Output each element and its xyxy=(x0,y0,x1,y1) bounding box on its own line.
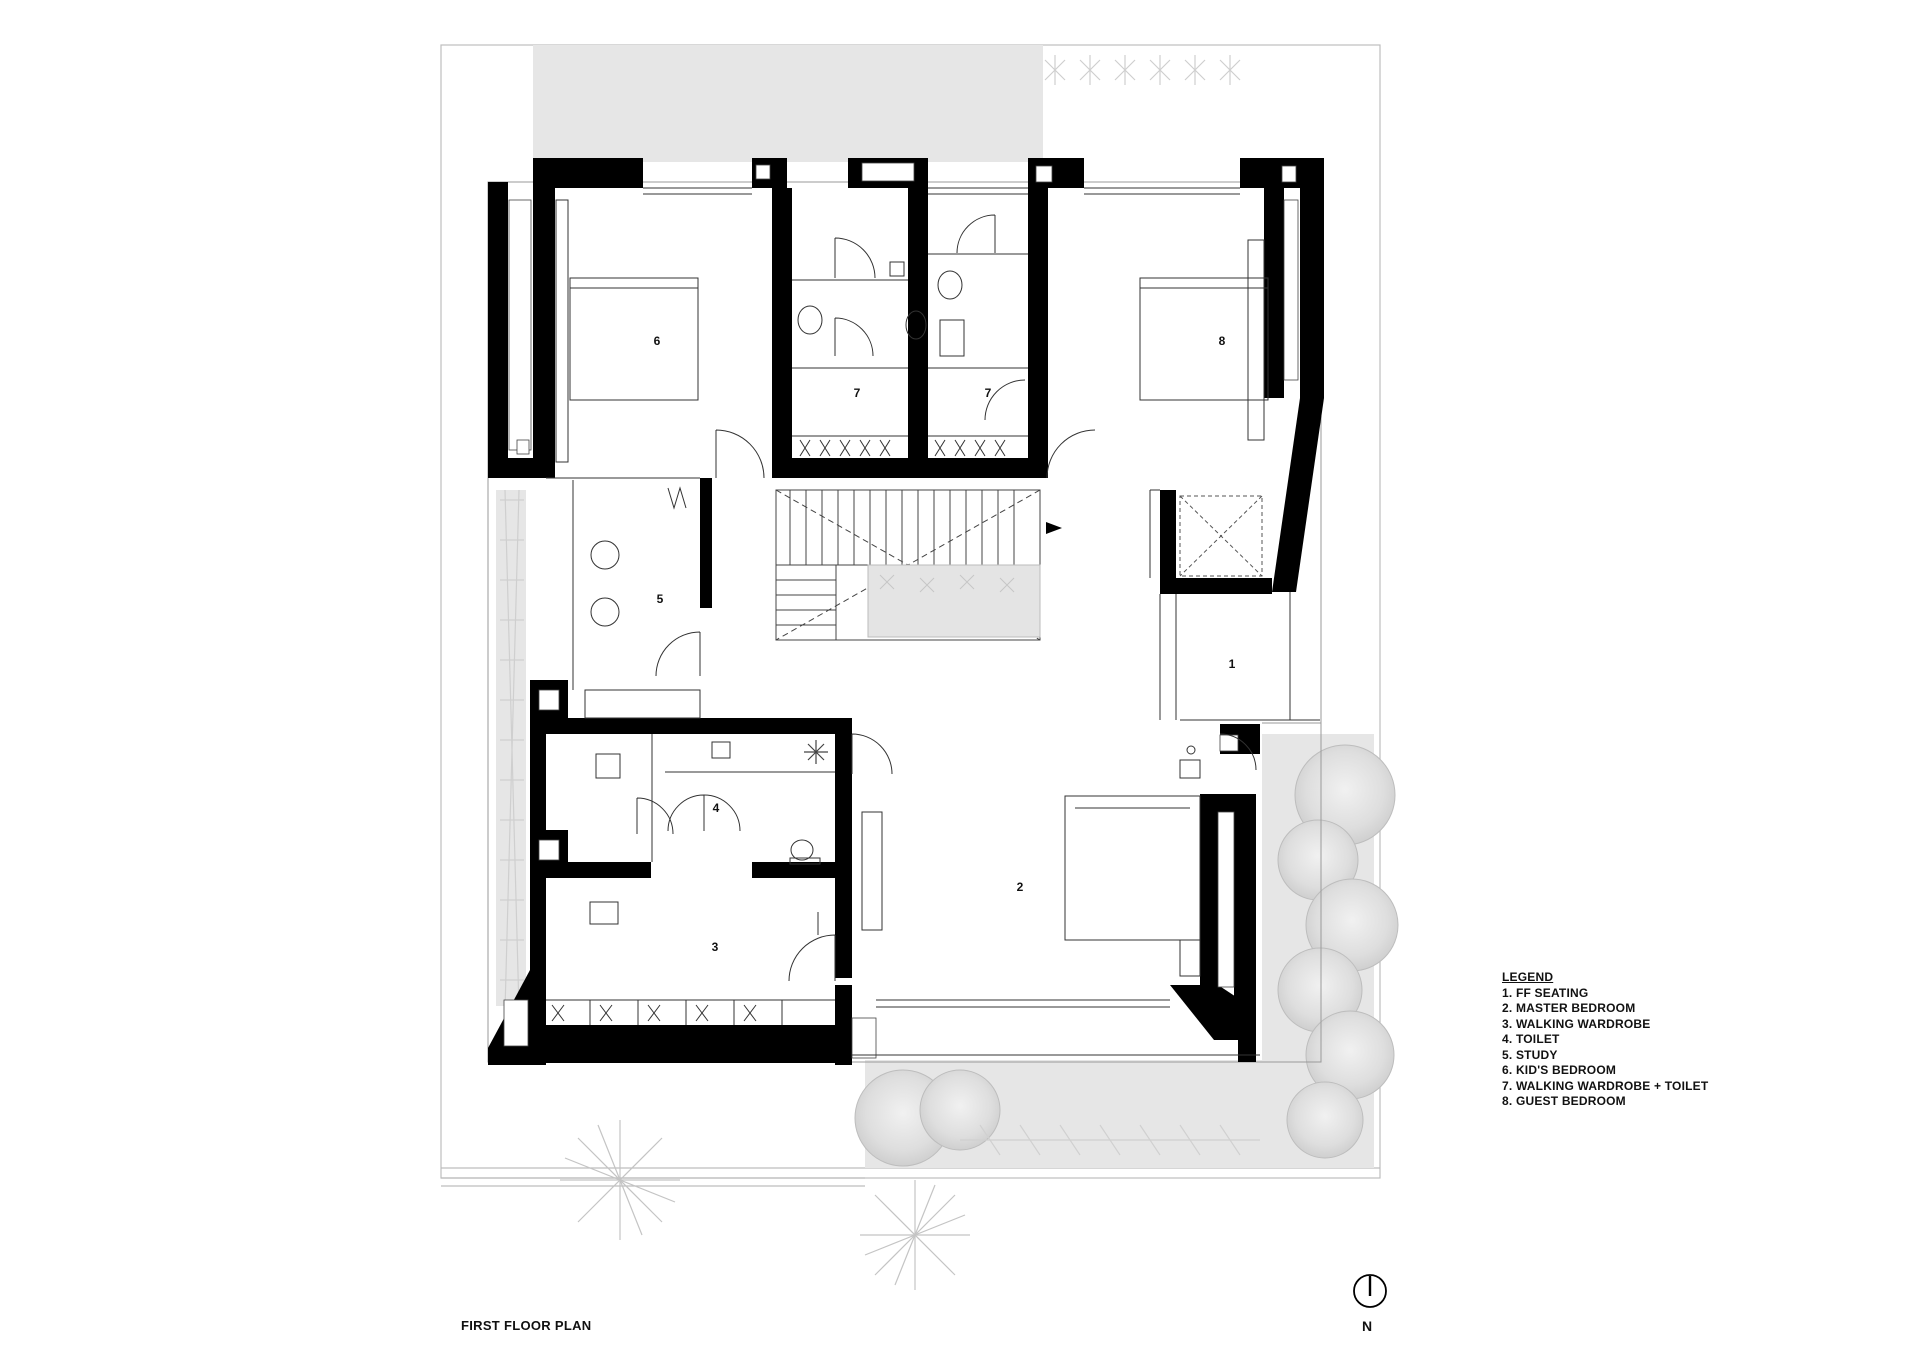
north-arrow-icon xyxy=(1353,1274,1387,1308)
room-number-3: 3 xyxy=(712,940,719,954)
staircase xyxy=(775,489,1062,641)
toilet-plant-icon xyxy=(804,740,828,764)
room-number-2: 2 xyxy=(1017,880,1024,894)
legend-item: 3. WALKING WARDROBE xyxy=(1502,1016,1651,1031)
interior-lines xyxy=(546,187,1320,1056)
room-number-7-right: 7 xyxy=(985,386,992,400)
legend-item: 6. KID'S BEDROOM xyxy=(1502,1063,1617,1077)
room-number-6: 6 xyxy=(654,334,661,348)
legend-item: 7. WALKING WARDROBE + TOILET xyxy=(1502,1078,1709,1093)
legend-item: 1. FF SEATING xyxy=(1502,985,1589,1000)
legend-item: 2. MASTER BEDROOM xyxy=(1502,1001,1636,1015)
legend-item: 5. STUDY xyxy=(1502,1047,1558,1062)
room-number-1: 1 xyxy=(1229,657,1236,671)
room-number-5: 5 xyxy=(657,592,664,606)
legend-item: 8. GUEST BEDROOM xyxy=(1502,1094,1626,1108)
legend-title: LEGEND xyxy=(1502,970,1554,984)
room-number-8: 8 xyxy=(1219,334,1226,348)
legend-item: 4. TOILET xyxy=(1502,1032,1560,1046)
terrace-top xyxy=(533,45,1043,162)
wall-openings xyxy=(503,162,1299,1059)
plan-title: FIRST FLOOR PLAN xyxy=(461,1318,592,1333)
room-number-7-left: 7 xyxy=(854,386,861,400)
legend: LEGEND 1. FF SEATING 2. MASTER BEDROOM 3… xyxy=(1502,970,1802,1110)
north-label: N xyxy=(1362,1318,1373,1334)
palm-symbols xyxy=(500,55,1260,1290)
room-number-4: 4 xyxy=(713,801,720,815)
planter-left xyxy=(496,490,526,1006)
tree-canopies xyxy=(854,744,1399,1167)
room-numbers: 6 7 7 8 5 1 4 2 3 xyxy=(654,334,1236,954)
